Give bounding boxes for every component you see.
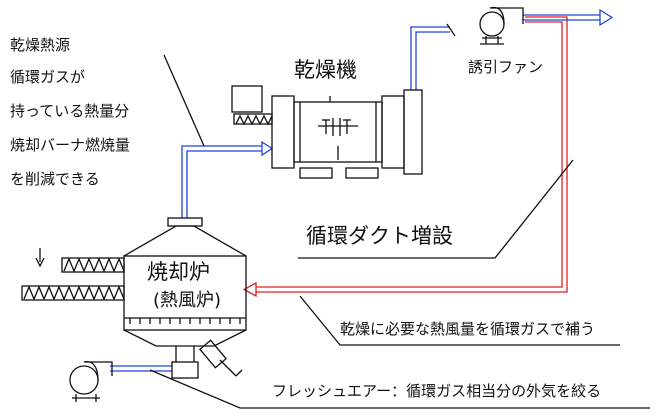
induced-fan [479, 6, 524, 45]
dryer-exhaust-duct [410, 26, 450, 90]
fan-damper [446, 23, 456, 37]
feed-screw-lower [21, 285, 125, 301]
label-induced-fan: 誘引ファン [468, 58, 544, 76]
fresh-air-duct [110, 365, 172, 372]
label-circulation-duct: 循環ダクト増設 [306, 224, 453, 248]
dryer-feed-hopper [231, 85, 273, 126]
hot-air-duct-to-dryer [181, 140, 274, 218]
leader-circulation-callout [299, 295, 620, 346]
label-fresh-air-callout: フレッシュエアー：循環ガス相当分の外気を絞る [272, 382, 602, 400]
leader-circulation-duct [298, 159, 574, 259]
note-line-2: 持っている熱量分 [10, 102, 130, 120]
note-line-1: 循環ガスが [10, 68, 86, 86]
label-hot-air-furnace: (熱風炉) [153, 290, 222, 311]
feed-screw-upper [35, 248, 125, 273]
note-line-3: 焼却バーナ燃焼量 [10, 136, 131, 154]
note-line-4: を削減できる [10, 170, 100, 188]
leader-drying-heat [163, 54, 205, 147]
fan-outlet-duct [523, 8, 614, 27]
dryer [271, 89, 423, 179]
fresh-air-fan [69, 360, 113, 402]
label-circulation-callout: 乾燥に必要な熱風量を循環ガスで補う [340, 320, 596, 338]
circulation-duct [242, 16, 568, 298]
incinerator [123, 217, 247, 379]
label-drying-heat-source: 乾燥熱源 [10, 36, 71, 54]
label-dryer: 乾燥機 [294, 58, 357, 82]
label-incinerator: 焼却炉 [147, 260, 210, 284]
leader-fresh-air [149, 369, 650, 409]
